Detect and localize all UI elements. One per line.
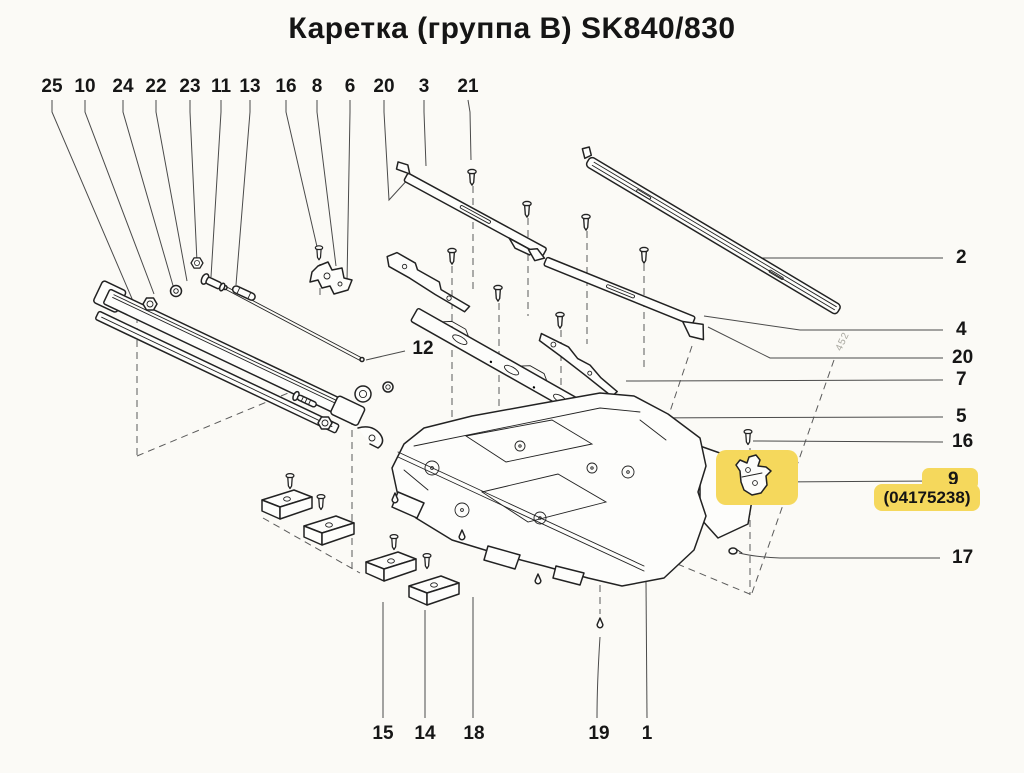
callout-6: 6 [344,76,356,97]
part-2-rail [581,146,841,315]
part-9-bracket [735,454,772,496]
callout-25: 25 [41,76,63,97]
callout-16-top: 16 [275,76,297,97]
callout-4: 4 [956,319,967,340]
part-1-base-plate [391,392,755,587]
callout-18: 18 [463,723,485,744]
callout-3: 3 [418,76,430,97]
callout-21: 21 [457,76,479,97]
callout-14: 14 [414,723,436,744]
part-7-plate [538,332,618,398]
page-title: Каретка (группа B) SK840/830 [288,12,736,45]
part-8-bracket [309,261,353,295]
callout-20-right: 20 [952,347,974,368]
callout-leader-lines [51,99,944,719]
callout-11: 11 [210,76,232,97]
part-number-badge: (04175238) [874,484,980,511]
part-17-pin [728,547,743,555]
part-20-plate [386,251,471,313]
callout-19: 19 [588,723,610,744]
callout-5: 5 [956,406,967,427]
callout-13: 13 [239,76,261,97]
callout-10: 10 [74,76,96,97]
callout-24: 24 [112,76,134,97]
callout-2: 2 [956,247,967,268]
left-arm-assembly [93,257,394,449]
callout-20-top: 20 [373,76,395,97]
callout-17: 17 [952,547,974,568]
callout-8: 8 [311,76,323,97]
part-9-highlight-group [716,428,798,555]
part-4-bar [527,248,705,341]
callout-23: 23 [179,76,201,97]
part-3-bar [395,161,547,257]
callout-22: 22 [145,76,167,97]
callout-16-right: 16 [952,431,974,452]
callout-9: 9 [948,469,959,490]
part-16-screw [743,428,753,446]
callout-7: 7 [956,369,967,390]
callout-15: 15 [372,723,394,744]
callout-12: 12 [412,338,434,359]
callout-1: 1 [641,723,653,744]
